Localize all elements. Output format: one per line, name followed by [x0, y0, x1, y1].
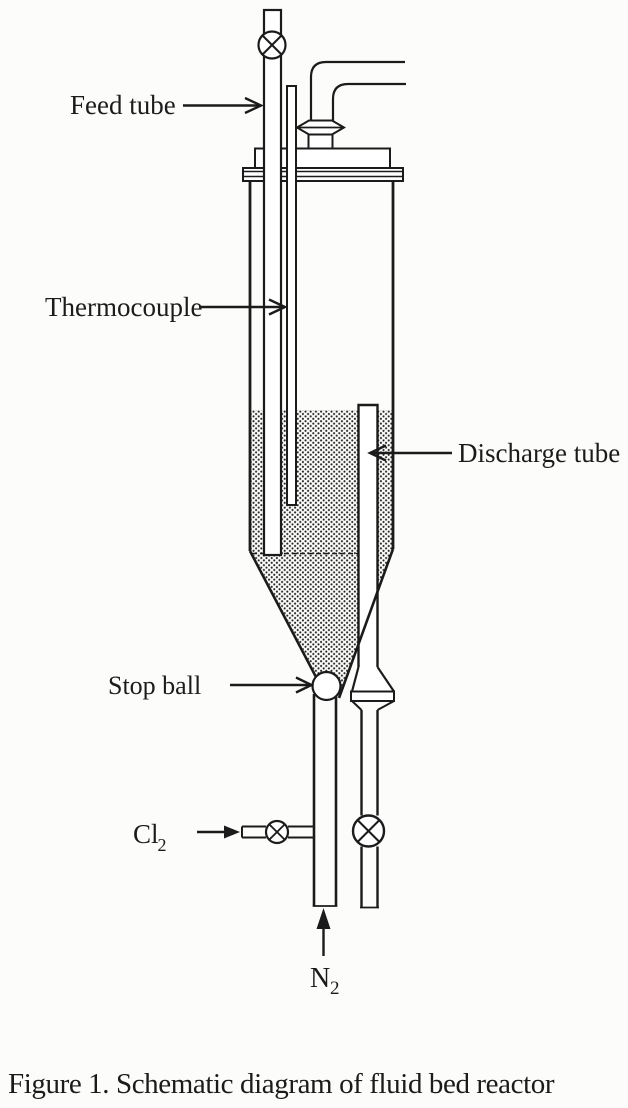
cl2-label-subscript: 2: [158, 835, 167, 855]
n2-arrow: [316, 908, 331, 956]
discharge-flange-band: [350, 690, 395, 702]
feed-tube-label: Feed tube: [70, 90, 176, 120]
thermocouple-label: Thermocouple: [45, 292, 202, 322]
cl2-label: Cl: [133, 819, 159, 849]
discharge-tube-arrow-head: [367, 444, 387, 462]
discharge-reducer-right: [376, 666, 395, 693]
reactor-cone: [248, 548, 395, 699]
reactor-vessel: [248, 181, 395, 551]
exhaust-pipe-outer-line: [309, 60, 405, 121]
figure-caption: Figure 1. Schematic diagram of fluid bed…: [8, 1068, 555, 1100]
cl2-inlet-branch: [241, 819, 315, 845]
stop-ball: [311, 670, 342, 702]
feed-valve-cross-2: [261, 34, 283, 56]
n2-inlet-tube: [312, 694, 338, 907]
cl2-arrow-head: [224, 825, 240, 839]
discharge-tube-bore: [358, 405, 378, 667]
discharge-reducer-left: [350, 666, 360, 692]
feed-tube: [257, 8, 287, 557]
n2-label: N: [310, 963, 330, 994]
discharge-tube-walls: [357, 403, 379, 667]
feed-valve-icon: [257, 30, 287, 60]
cone-left-edge: [248, 550, 318, 679]
annotation-labels: Feed tube Thermocouple Discharge tube St…: [45, 90, 620, 999]
discharge-reducer-body: [352, 667, 394, 692]
discharge-valve-icon: [351, 814, 386, 848]
discharge-converge-left: [351, 700, 363, 711]
annotation-arrows: [183, 96, 452, 956]
discharge-tube: [357, 403, 379, 667]
thermocouple-probe: [286, 85, 297, 506]
cl2-arrow: [197, 825, 240, 839]
fitting-stem-body: [308, 133, 333, 149]
stop-ball-label: Stop ball: [108, 671, 201, 700]
thermocouple-arrow: [199, 298, 288, 316]
feed-tube-arrow: [183, 96, 264, 115]
feed-tube-arrow-head: [244, 96, 264, 115]
n2-label-subscript: 2: [330, 978, 340, 999]
cl2-valve-cross-2: [268, 823, 286, 841]
exhaust-pipe: [309, 60, 406, 121]
discharge-tube-arrow: [367, 444, 452, 462]
feed-tube-body: [262, 8, 283, 557]
cl2-valve-icon: [264, 819, 290, 845]
discharge-line-lower: [350, 666, 395, 909]
stop-ball-arrow: [230, 676, 315, 694]
cone-right-edge: [337, 548, 395, 699]
thermocouple-arrow-head: [268, 298, 288, 316]
discharge-valve-cross-2: [356, 819, 381, 843]
stop-ball-arrow-head: [295, 676, 315, 694]
discharge-tube-label: Discharge tube: [458, 438, 620, 468]
exhaust-pipe-inner-line: [331, 82, 406, 121]
n2-arrow-head: [316, 908, 331, 929]
lid-fitting: [295, 119, 346, 149]
discharge-converge-right: [377, 700, 395, 711]
